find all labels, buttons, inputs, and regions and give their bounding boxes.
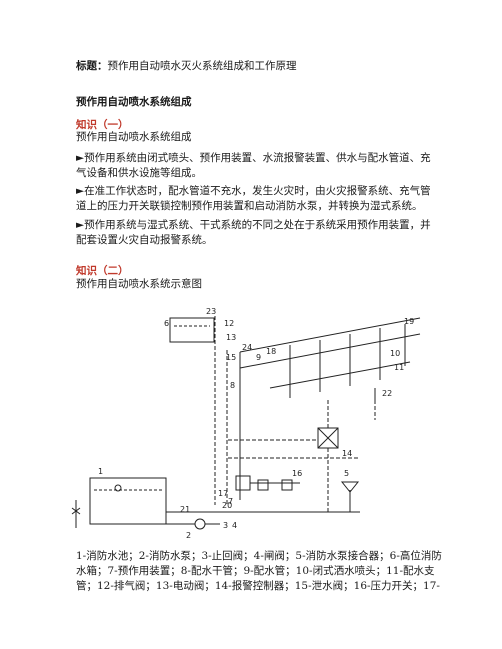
diagram-label-14: 14 xyxy=(342,449,352,458)
pump-2 xyxy=(194,518,206,530)
branch-pipe-mid xyxy=(239,333,421,369)
diagram-label-3: 3 xyxy=(223,521,228,530)
section2-label: 知识（二） xyxy=(76,265,129,277)
diagram-label-11: 11 xyxy=(394,363,404,372)
diagram-label-12: 12 xyxy=(224,319,234,328)
document-title: 标题：预作用自动喷水灭火系统组成和工作原理 xyxy=(76,59,297,74)
diagram-label-1: 1 xyxy=(98,467,103,476)
diagram-label-22: 22 xyxy=(382,389,392,398)
paragraph-composition: ►预作用系统由闭式喷头、预作用装置、水流报警装置、供水与配水管道、充气设备和供水… xyxy=(76,152,431,179)
diagram-label-24: 24 xyxy=(242,343,252,352)
diagram-label-10: 10 xyxy=(390,349,400,358)
diagram-label-15: 15 xyxy=(226,353,236,362)
section1-subtitle: 预作用自动喷水系统组成 xyxy=(76,131,192,143)
high-tank-6 xyxy=(169,317,215,343)
diagram-label-19: 19 xyxy=(404,317,414,326)
system-diagram: 1 2 3 4 5 6 7 8 9 10 11 12 13 14 15 16 1… xyxy=(71,307,421,540)
paragraph-difference: ►预作用系统与湿式系统、干式系统的不同之处在于系统采用预作用装置，并配套设置火灾… xyxy=(76,219,431,246)
section1-label: 知识（一） xyxy=(76,119,129,131)
diagram-label-13: 13 xyxy=(226,333,236,342)
diagram-label-18: 18 xyxy=(266,347,276,356)
branch-pipe-low xyxy=(269,361,411,389)
diagram-label-5: 5 xyxy=(344,469,349,478)
diagram-label-23: 23 xyxy=(206,307,216,316)
title-text: 预作用自动喷水灭火系统组成和工作原理 xyxy=(107,60,297,72)
main-heading: 预作用自动喷水系统组成 xyxy=(76,96,192,108)
valve-16b xyxy=(281,479,293,491)
preaction-valve-7 xyxy=(235,475,251,491)
paragraph-standby: ►在准工作状态时，配水管道不充水，发生火灾时，由火灾报警系统、充气管道上的压力开… xyxy=(76,185,431,212)
diagram-label-16: 16 xyxy=(292,469,302,478)
branch-pipe-top xyxy=(239,317,421,353)
diagram-label-17: 17 xyxy=(218,489,228,498)
section2-subtitle: 预作用自动喷水系统示意图 xyxy=(76,278,202,290)
gate-valve-4 xyxy=(71,507,81,515)
diagram-label-9: 9 xyxy=(256,353,261,362)
controller-cross-b xyxy=(317,427,339,449)
pump-connector-5 xyxy=(340,481,360,493)
diagram-label-21: 21 xyxy=(180,505,190,514)
diagram-legend: 1-消防水池；2-消防水泵；3-止回阀；4-闸阀；5-消防水泵接合器；6-高位消… xyxy=(76,550,442,592)
diagram-label-7: 7 xyxy=(228,497,233,506)
diagram-label-2: 2 xyxy=(186,531,191,540)
diagram-label-4: 4 xyxy=(232,521,237,530)
pool-tank-1 xyxy=(89,477,167,525)
title-label: 标题： xyxy=(76,60,108,72)
diagram-label-6: 6 xyxy=(164,319,169,328)
diagram-label-20: 20 xyxy=(222,501,232,510)
diagram-label-8: 8 xyxy=(230,381,235,390)
valve-16a xyxy=(257,479,269,491)
float-valve xyxy=(114,484,122,492)
